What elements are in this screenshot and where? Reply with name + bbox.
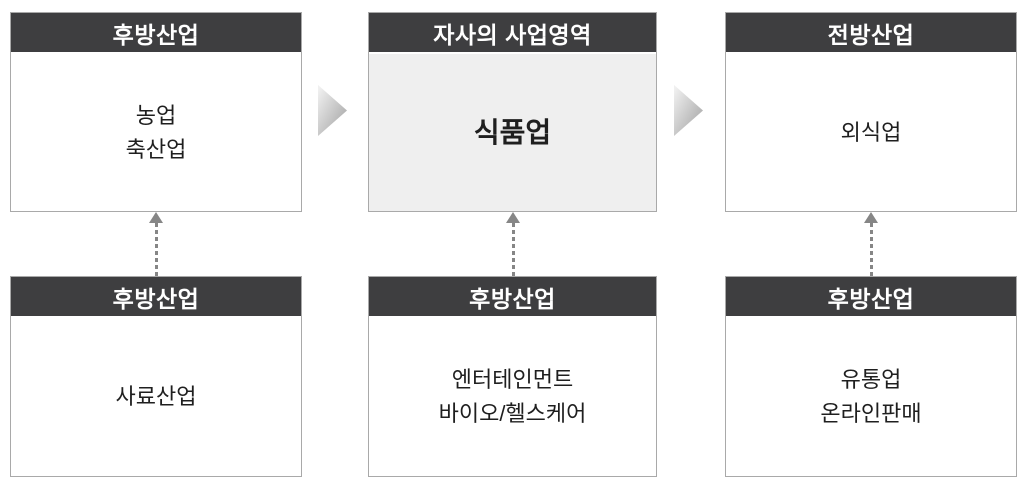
box-body: 식품업 — [369, 54, 656, 211]
box-body: 외식업 — [840, 119, 902, 145]
box-body: 사료산업 — [115, 384, 197, 409]
box-header: 후방산업 — [369, 277, 656, 318]
arrow-head — [149, 212, 163, 223]
arrow-head — [506, 212, 520, 223]
box-header: 후방산업 — [726, 277, 1016, 318]
arrow-shaft — [154, 223, 158, 276]
box-header: 자사의 사업영역 — [369, 13, 656, 54]
box-backward-industry-feed: 후방산업 사료산업 — [10, 276, 302, 477]
arrow-shaft — [511, 223, 515, 276]
box-own-business-area-food: 자사의 사업영역 식품업 — [368, 12, 657, 212]
box-forward-industry-dining: 전방산업 외식업 — [725, 12, 1017, 212]
arrow-head — [864, 212, 878, 223]
box-header: 후방산업 — [11, 277, 301, 318]
box-backward-industry-distribution: 후방산업 유통업 온라인판매 — [725, 276, 1017, 477]
arrow-shaft — [869, 223, 873, 276]
dashed-arrow-up-icon — [506, 212, 520, 276]
box-header: 후방산업 — [11, 13, 301, 54]
chevron-right-icon — [674, 85, 703, 136]
box-body: 유통업 온라인판매 — [820, 367, 922, 426]
box-body: 농업 축산업 — [125, 102, 187, 162]
dashed-arrow-up-icon — [864, 212, 878, 276]
dashed-arrow-up-icon — [149, 212, 163, 276]
box-header: 전방산업 — [726, 13, 1016, 54]
box-backward-industry-entertainment-bio: 후방산업 엔터테인먼트 바이오/헬스케어 — [368, 276, 657, 477]
box-body: 엔터테인먼트 바이오/헬스케어 — [438, 367, 587, 426]
chevron-right-icon — [318, 85, 347, 136]
box-backward-industry-agriculture: 후방산업 농업 축산업 — [10, 12, 302, 212]
